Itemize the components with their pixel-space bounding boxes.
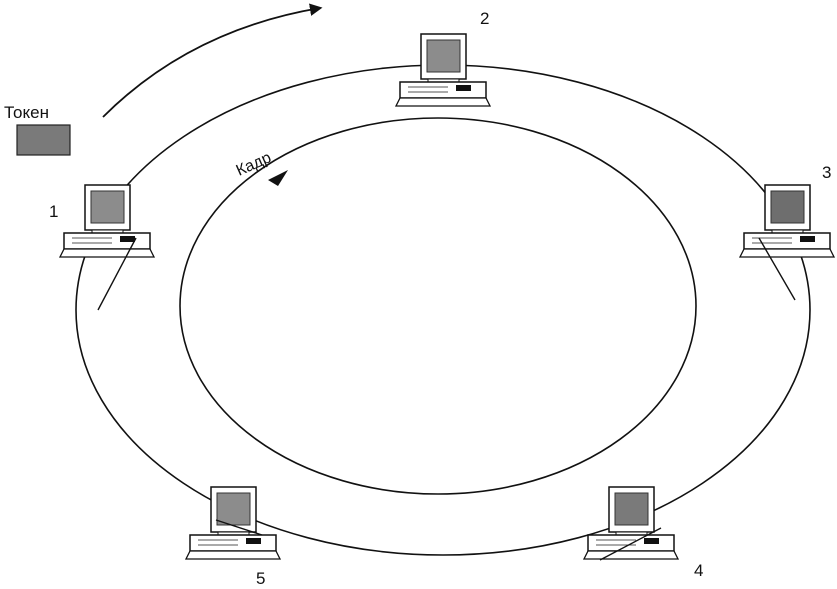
- token-swatch: [16, 124, 71, 156]
- frame-direction-arrow-icon: [268, 170, 288, 186]
- station-4: [582, 486, 680, 560]
- station-1: [58, 184, 156, 258]
- connector-5: [215, 519, 263, 536]
- station-1-label: 1: [49, 202, 58, 221]
- computer-icon: [738, 184, 836, 258]
- station-3-label: 3: [822, 163, 831, 182]
- station-2: [394, 33, 492, 107]
- station-4-label: 4: [694, 561, 703, 580]
- station-5-label: 5: [256, 569, 265, 588]
- station-3: [738, 184, 836, 258]
- computer-icon: [184, 486, 282, 560]
- connector-4: [599, 527, 662, 561]
- token-label: Токен: [4, 103, 49, 122]
- outer-ring: [75, 64, 811, 556]
- station-5: [184, 486, 282, 560]
- computer-icon: [394, 33, 492, 107]
- computer-icon: [582, 486, 680, 560]
- token-direction-arrow: [102, 3, 323, 118]
- station-2-label: 2: [480, 9, 489, 28]
- computer-icon: [58, 184, 156, 258]
- connector-1: [97, 237, 137, 311]
- inner-ring: [179, 117, 697, 495]
- connector-3: [758, 237, 796, 301]
